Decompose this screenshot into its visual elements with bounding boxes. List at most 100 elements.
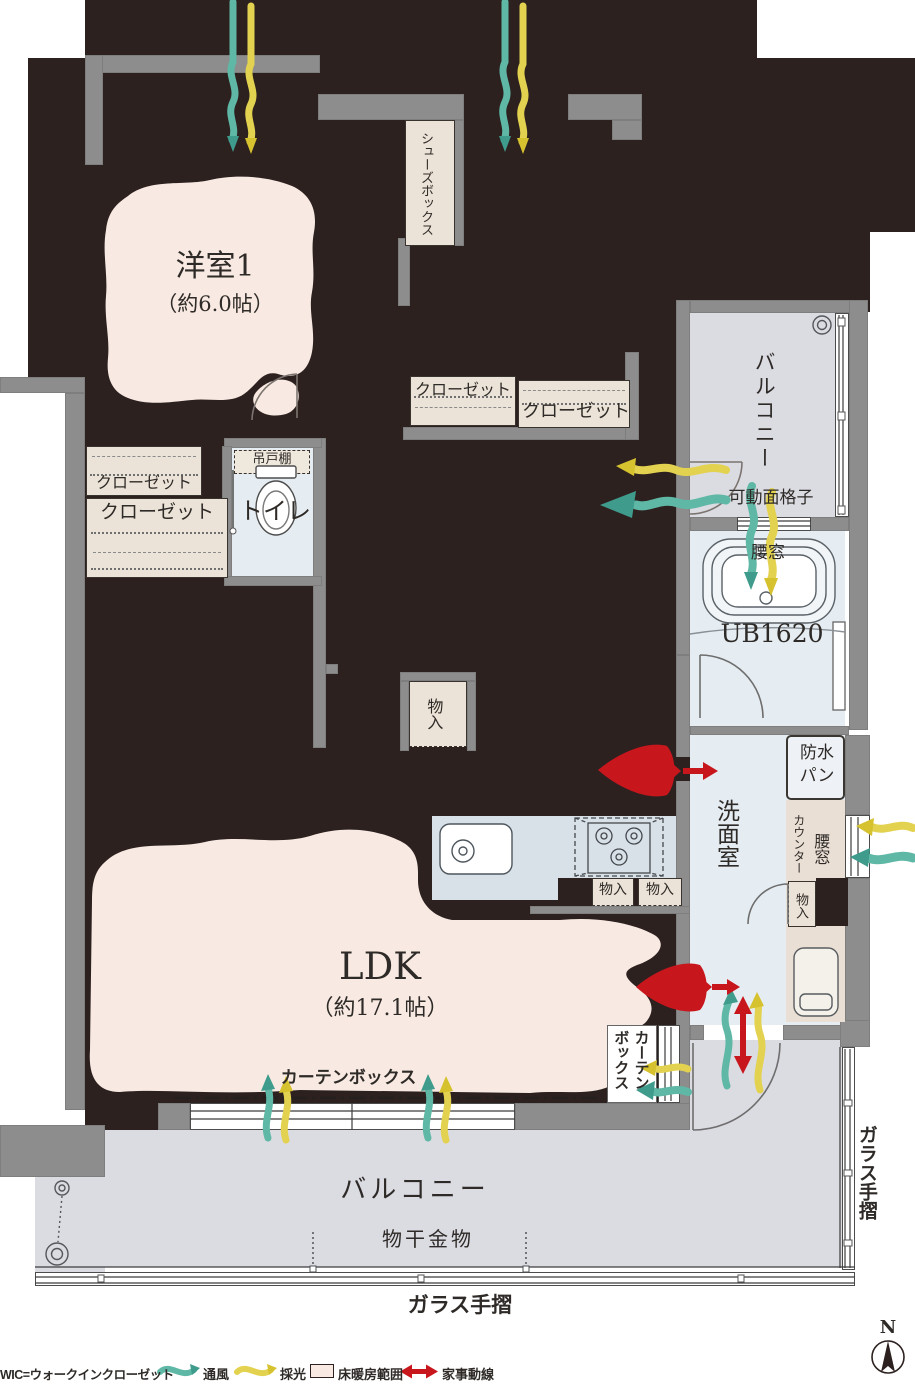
label-closet: クローゼット (414, 380, 511, 399)
kitchen-sink (439, 823, 513, 875)
wall (65, 393, 85, 1110)
label-glass-handrail-bottom: ガラス手摺 (407, 1294, 513, 1317)
label-storage-hall: 物入 (424, 698, 444, 730)
wall (690, 300, 868, 313)
label-closet: クローゼット (522, 401, 630, 422)
storage-box (788, 881, 816, 927)
wall (318, 94, 464, 120)
wall (845, 878, 870, 1025)
ldk-side-window-waves (636, 1060, 692, 1100)
label-storage-kitchen: 物入 (599, 882, 627, 898)
room-size-ldk: （約17.1帖） (311, 996, 449, 1021)
door-arcs (232, 373, 789, 1131)
balcony-bottom-floor (105, 1130, 850, 1267)
label-laundry-hardware: 物干金物 (382, 1227, 474, 1251)
wall (224, 438, 322, 448)
ldk-window-waves (261, 1074, 453, 1144)
wall (840, 1020, 870, 1047)
wall (0, 1125, 105, 1177)
washroom-window-waves (850, 818, 915, 867)
wall (85, 55, 103, 165)
wall (313, 438, 326, 748)
waterproof-pan-box (786, 735, 845, 800)
label-glass-handrail-right: ガラス手摺 (855, 1124, 877, 1220)
room-label-washroom: 洗面室 (712, 798, 739, 868)
storage-box (592, 878, 634, 906)
wall (849, 300, 868, 730)
label-closet: クローゼット (99, 501, 214, 523)
wall (676, 300, 690, 655)
room-label-toilet: トイレ (239, 497, 311, 525)
wall (85, 55, 320, 73)
wall (467, 681, 476, 751)
legend-housework: 家事動線 (442, 1367, 495, 1382)
room-label-western1: 洋室1 (175, 249, 255, 284)
wall (452, 120, 464, 246)
bathtub (689, 538, 846, 711)
label-hanging-cupboard: 吊戸棚 (252, 452, 292, 467)
label-storage-washroom: 物入 (792, 893, 808, 919)
label-waist-window-washroom: 腰窓 (811, 833, 831, 865)
label-waist-window-bath: 腰窓 (751, 543, 785, 563)
washer-fixture (793, 947, 839, 1017)
duct-void (816, 878, 848, 926)
legend-symbols (157, 1364, 438, 1379)
wall (845, 735, 870, 815)
legend-daylight: 採光 (280, 1367, 307, 1382)
label-movable-lattice: 可動面格子 (728, 488, 814, 508)
storage-box (638, 878, 682, 906)
kitchen-counter (432, 878, 558, 900)
storage-box (409, 681, 467, 747)
wall (0, 377, 85, 393)
housework-arrows (598, 744, 752, 1074)
label-storage-kitchen: 物入 (646, 882, 674, 898)
room-size-western1: （約6.0帖） (156, 292, 274, 316)
label-closet: クローゼット (95, 473, 192, 492)
wall (224, 576, 322, 586)
bath-window-waves (744, 482, 778, 596)
north-compass (871, 1340, 905, 1374)
wall (690, 1025, 704, 1040)
toilet-fixture (255, 465, 297, 536)
balcony-top-floor (690, 313, 835, 517)
shoes-box (405, 120, 455, 246)
wall (783, 1025, 850, 1040)
label-counter: カウンター (791, 814, 806, 874)
wall (515, 1103, 690, 1130)
legend-floor-heating: 床暖房範囲 (338, 1367, 404, 1382)
legend-wic: WIC=ウォークインクローゼット (0, 1368, 174, 1382)
door-hinge (229, 527, 237, 535)
drain-pipes (45, 315, 832, 1266)
room-label-balcony-bottom: バルコニー (340, 1175, 490, 1205)
wall (158, 1103, 190, 1130)
wall (400, 672, 476, 681)
room-label-bath: UB1620 (720, 619, 824, 648)
label-curtain-box: カーテンボックス (280, 1068, 417, 1087)
room-label-ldk: LDK (339, 945, 421, 988)
legend-floor-heating-swatch (310, 1364, 334, 1378)
wall (530, 906, 690, 914)
wall (403, 427, 635, 440)
kitchen-void (558, 878, 590, 906)
label-curtain-box-side: カーテンボックス (612, 1030, 650, 1090)
room-label-balcony-top: バルコニー (752, 351, 777, 471)
wall (398, 238, 410, 306)
closet-box (518, 380, 630, 428)
closet-box (410, 376, 516, 426)
closet-box (86, 498, 228, 578)
wall (400, 681, 409, 751)
rail-ticks (97, 317, 853, 1283)
label-waterproof-pan: 防水パン (799, 743, 835, 786)
wall (690, 726, 849, 735)
wall (568, 94, 642, 120)
entry-waves (227, 0, 529, 154)
label-shoes-box: シューズボックス (417, 132, 433, 236)
balcony-bottom-floor (690, 1040, 850, 1135)
kitchen-stove (574, 817, 664, 877)
interior-area (85, 0, 757, 58)
closet-box (86, 446, 202, 496)
lattice-waves (600, 458, 731, 518)
